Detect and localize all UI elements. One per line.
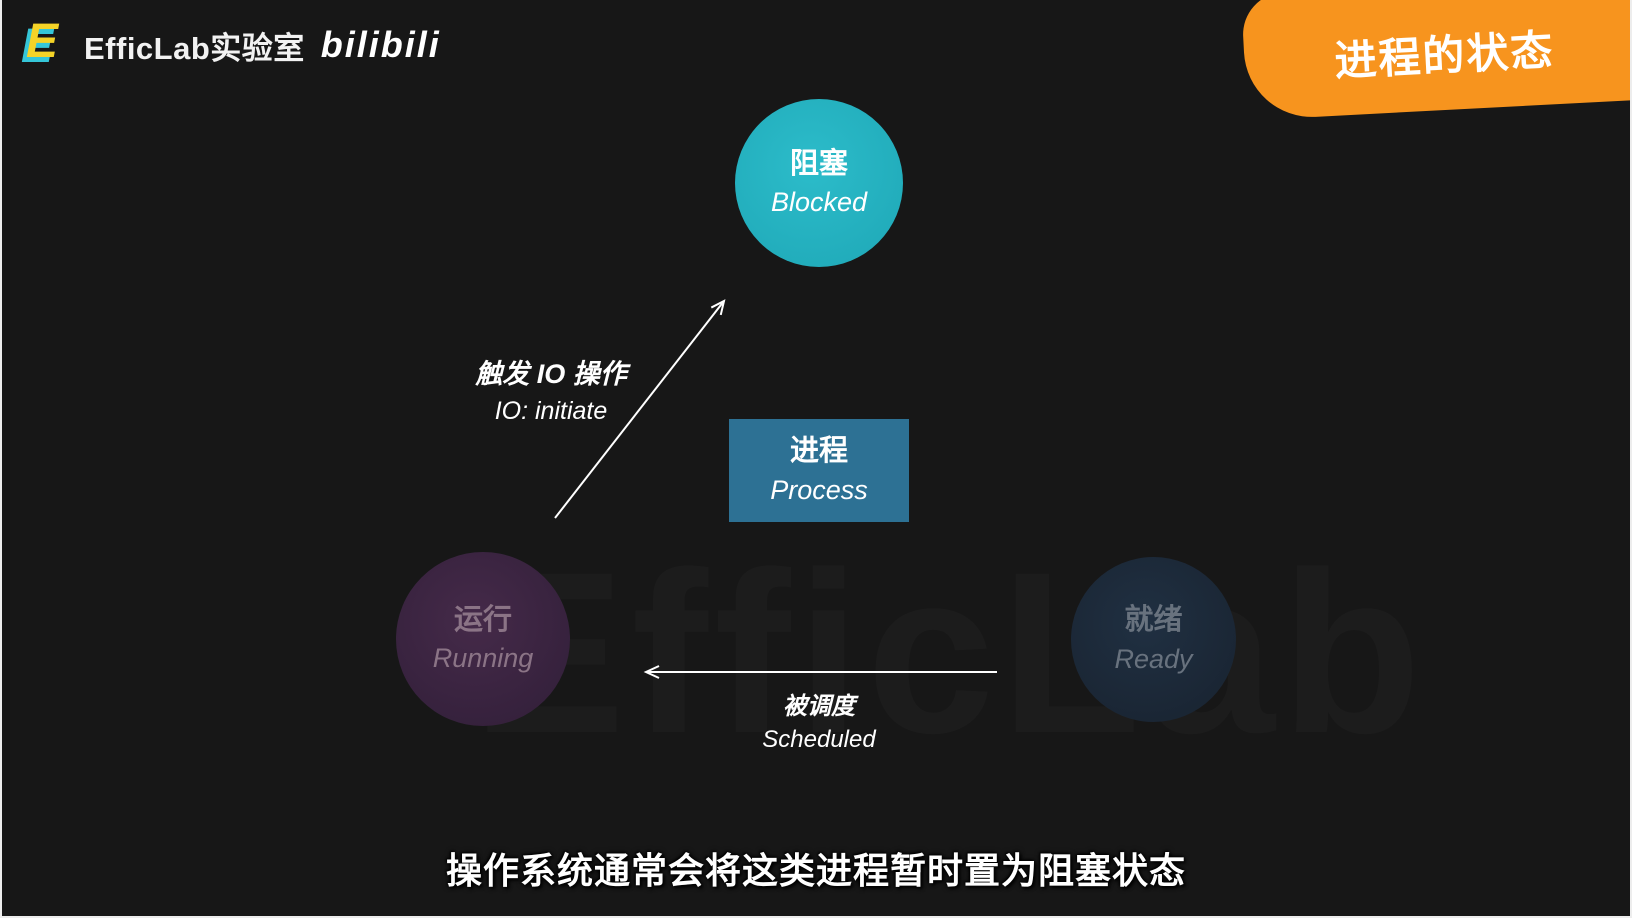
subtitle-caption: 操作系统通常会将这类进程暂时置为阻塞状态 (445, 850, 1186, 891)
efficlab-icon-shadow: E (21, 20, 54, 73)
node-process-label-en: Process (770, 474, 868, 505)
node-ready-label-en: Ready (1114, 643, 1193, 674)
node-blocked: 阻塞 Blocked (735, 99, 903, 267)
edge-label-io: 触发 IO 操作 IO: initiate (420, 352, 682, 426)
bilibili-logo: bilibili (320, 24, 441, 65)
efficlab-icon-letter: E (26, 15, 59, 68)
node-ready: 就绪 Ready (1071, 557, 1236, 722)
node-blocked-label-zh: 阻塞 (789, 147, 848, 180)
node-running: 运行 Running (396, 552, 570, 726)
efficlab-logo-icon: E E (21, 15, 68, 73)
edge-io-label-en: IO: initiate (494, 397, 608, 425)
edge-io-label-zh: 触发 IO 操作 (475, 359, 627, 389)
node-running-label-zh: 运行 (453, 603, 512, 636)
node-process-label-zh: 进程 (789, 435, 848, 468)
node-ready-label-zh: 就绪 (1124, 604, 1183, 637)
node-running-label-en: Running (432, 643, 534, 674)
slide-title: 进程的状态 (1333, 25, 1556, 85)
title-banner: 进程的状态 (1240, 0, 1630, 121)
edge-scheduled-label-en: Scheduled (762, 726, 876, 753)
header-logos: E E EfficLab实验室 bilibili (21, 15, 441, 73)
efficlab-wordmark: EfficLab实验室 (84, 30, 305, 66)
edge-label-scheduled: 被调度 Scheduled (688, 686, 950, 754)
edge-scheduled-label-zh: 被调度 (783, 693, 855, 720)
node-process: 进程 Process (729, 419, 909, 522)
node-blocked-label-en: Blocked (770, 187, 868, 218)
